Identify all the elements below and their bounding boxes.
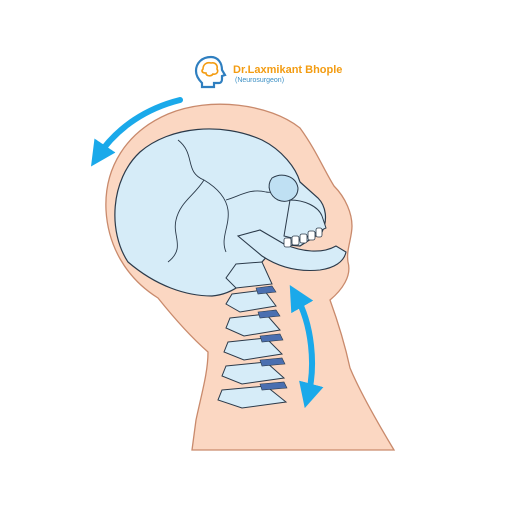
intervertebral-discs xyxy=(255,285,288,391)
mandible xyxy=(236,229,347,272)
eye-orbit xyxy=(268,174,299,202)
cervical-spine xyxy=(217,261,288,409)
curved-rotation-arrow xyxy=(91,97,183,167)
brand-subtitle: (Neurosurgeon) xyxy=(235,76,285,84)
vertical-bidirectional-arrow xyxy=(289,285,324,409)
brand-logo: Dr.Laxmikant Bhople (Neurosurgeon) xyxy=(193,54,342,95)
teeth xyxy=(283,227,323,248)
skull-cranium xyxy=(114,128,327,297)
brand-name: Dr.Laxmikant Bhople xyxy=(233,64,343,77)
brain-head-logo-icon xyxy=(193,54,229,95)
